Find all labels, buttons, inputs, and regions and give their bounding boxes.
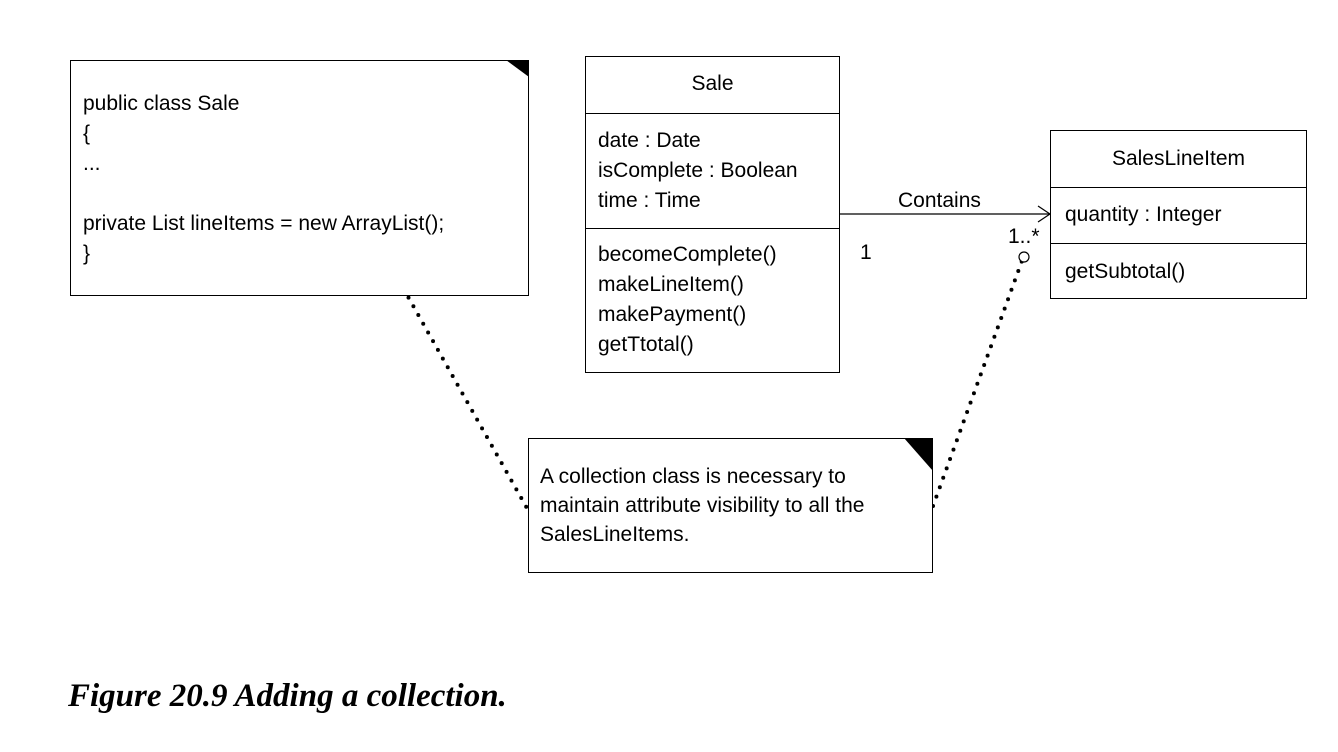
class-name: SalesLineItem	[1051, 131, 1306, 188]
operation: getTtotal()	[598, 333, 694, 356]
target-multiplicity: 1..*	[1008, 225, 1040, 248]
note-line: maintain attribute visibility to all the	[540, 494, 865, 517]
attribute: quantity : Integer	[1065, 203, 1222, 226]
comment-note-anchor-line	[931, 256, 1025, 508]
class-attributes: date : Date isComplete : Boolean time : …	[586, 114, 839, 229]
figure-caption: Figure 20.9 Adding a collection.	[68, 678, 507, 714]
attribute: date : Date	[598, 129, 701, 152]
note-line: A collection class is necessary to	[540, 465, 846, 488]
code-line	[83, 179, 444, 209]
class-operations: becomeComplete() makeLineItem() makePaym…	[586, 229, 839, 360]
class-operations: getSubtotal()	[1051, 244, 1306, 287]
code-line: {	[83, 122, 91, 145]
code-line: private List lineItems = new ArrayList()…	[83, 212, 445, 235]
note-line: SalesLineItems.	[540, 523, 690, 546]
code-note: public class Sale { ... private List lin…	[70, 60, 529, 296]
note-folded-corner	[904, 439, 932, 471]
operation: makeLineItem()	[598, 273, 744, 296]
attribute: isComplete : Boolean	[598, 159, 798, 182]
comment-note-text: A collection class is necessary to maint…	[540, 462, 920, 549]
code-note-text: public class Sale { ... private List lin…	[83, 89, 444, 269]
note-folded-corner	[506, 61, 528, 77]
attribute: time : Time	[598, 189, 701, 212]
comment-note: A collection class is necessary to maint…	[528, 438, 933, 573]
code-line: }	[83, 242, 91, 265]
class-sales-line-item: SalesLineItem quantity : Integer getSubt…	[1050, 130, 1307, 299]
source-multiplicity: 1	[860, 241, 872, 264]
class-name: Sale	[586, 57, 839, 114]
association-label: Contains	[898, 189, 981, 212]
operation: makePayment()	[598, 303, 747, 326]
operation: becomeComplete()	[598, 243, 777, 266]
class-sale: Sale date : Date isComplete : Boolean ti…	[585, 56, 840, 373]
association-anchor-circle	[1018, 251, 1030, 263]
code-note-anchor-line	[382, 252, 530, 512]
class-attributes: quantity : Integer	[1051, 188, 1306, 244]
operation: getSubtotal()	[1065, 260, 1186, 283]
code-line: ...	[83, 152, 101, 175]
code-line: public class Sale	[83, 92, 240, 115]
